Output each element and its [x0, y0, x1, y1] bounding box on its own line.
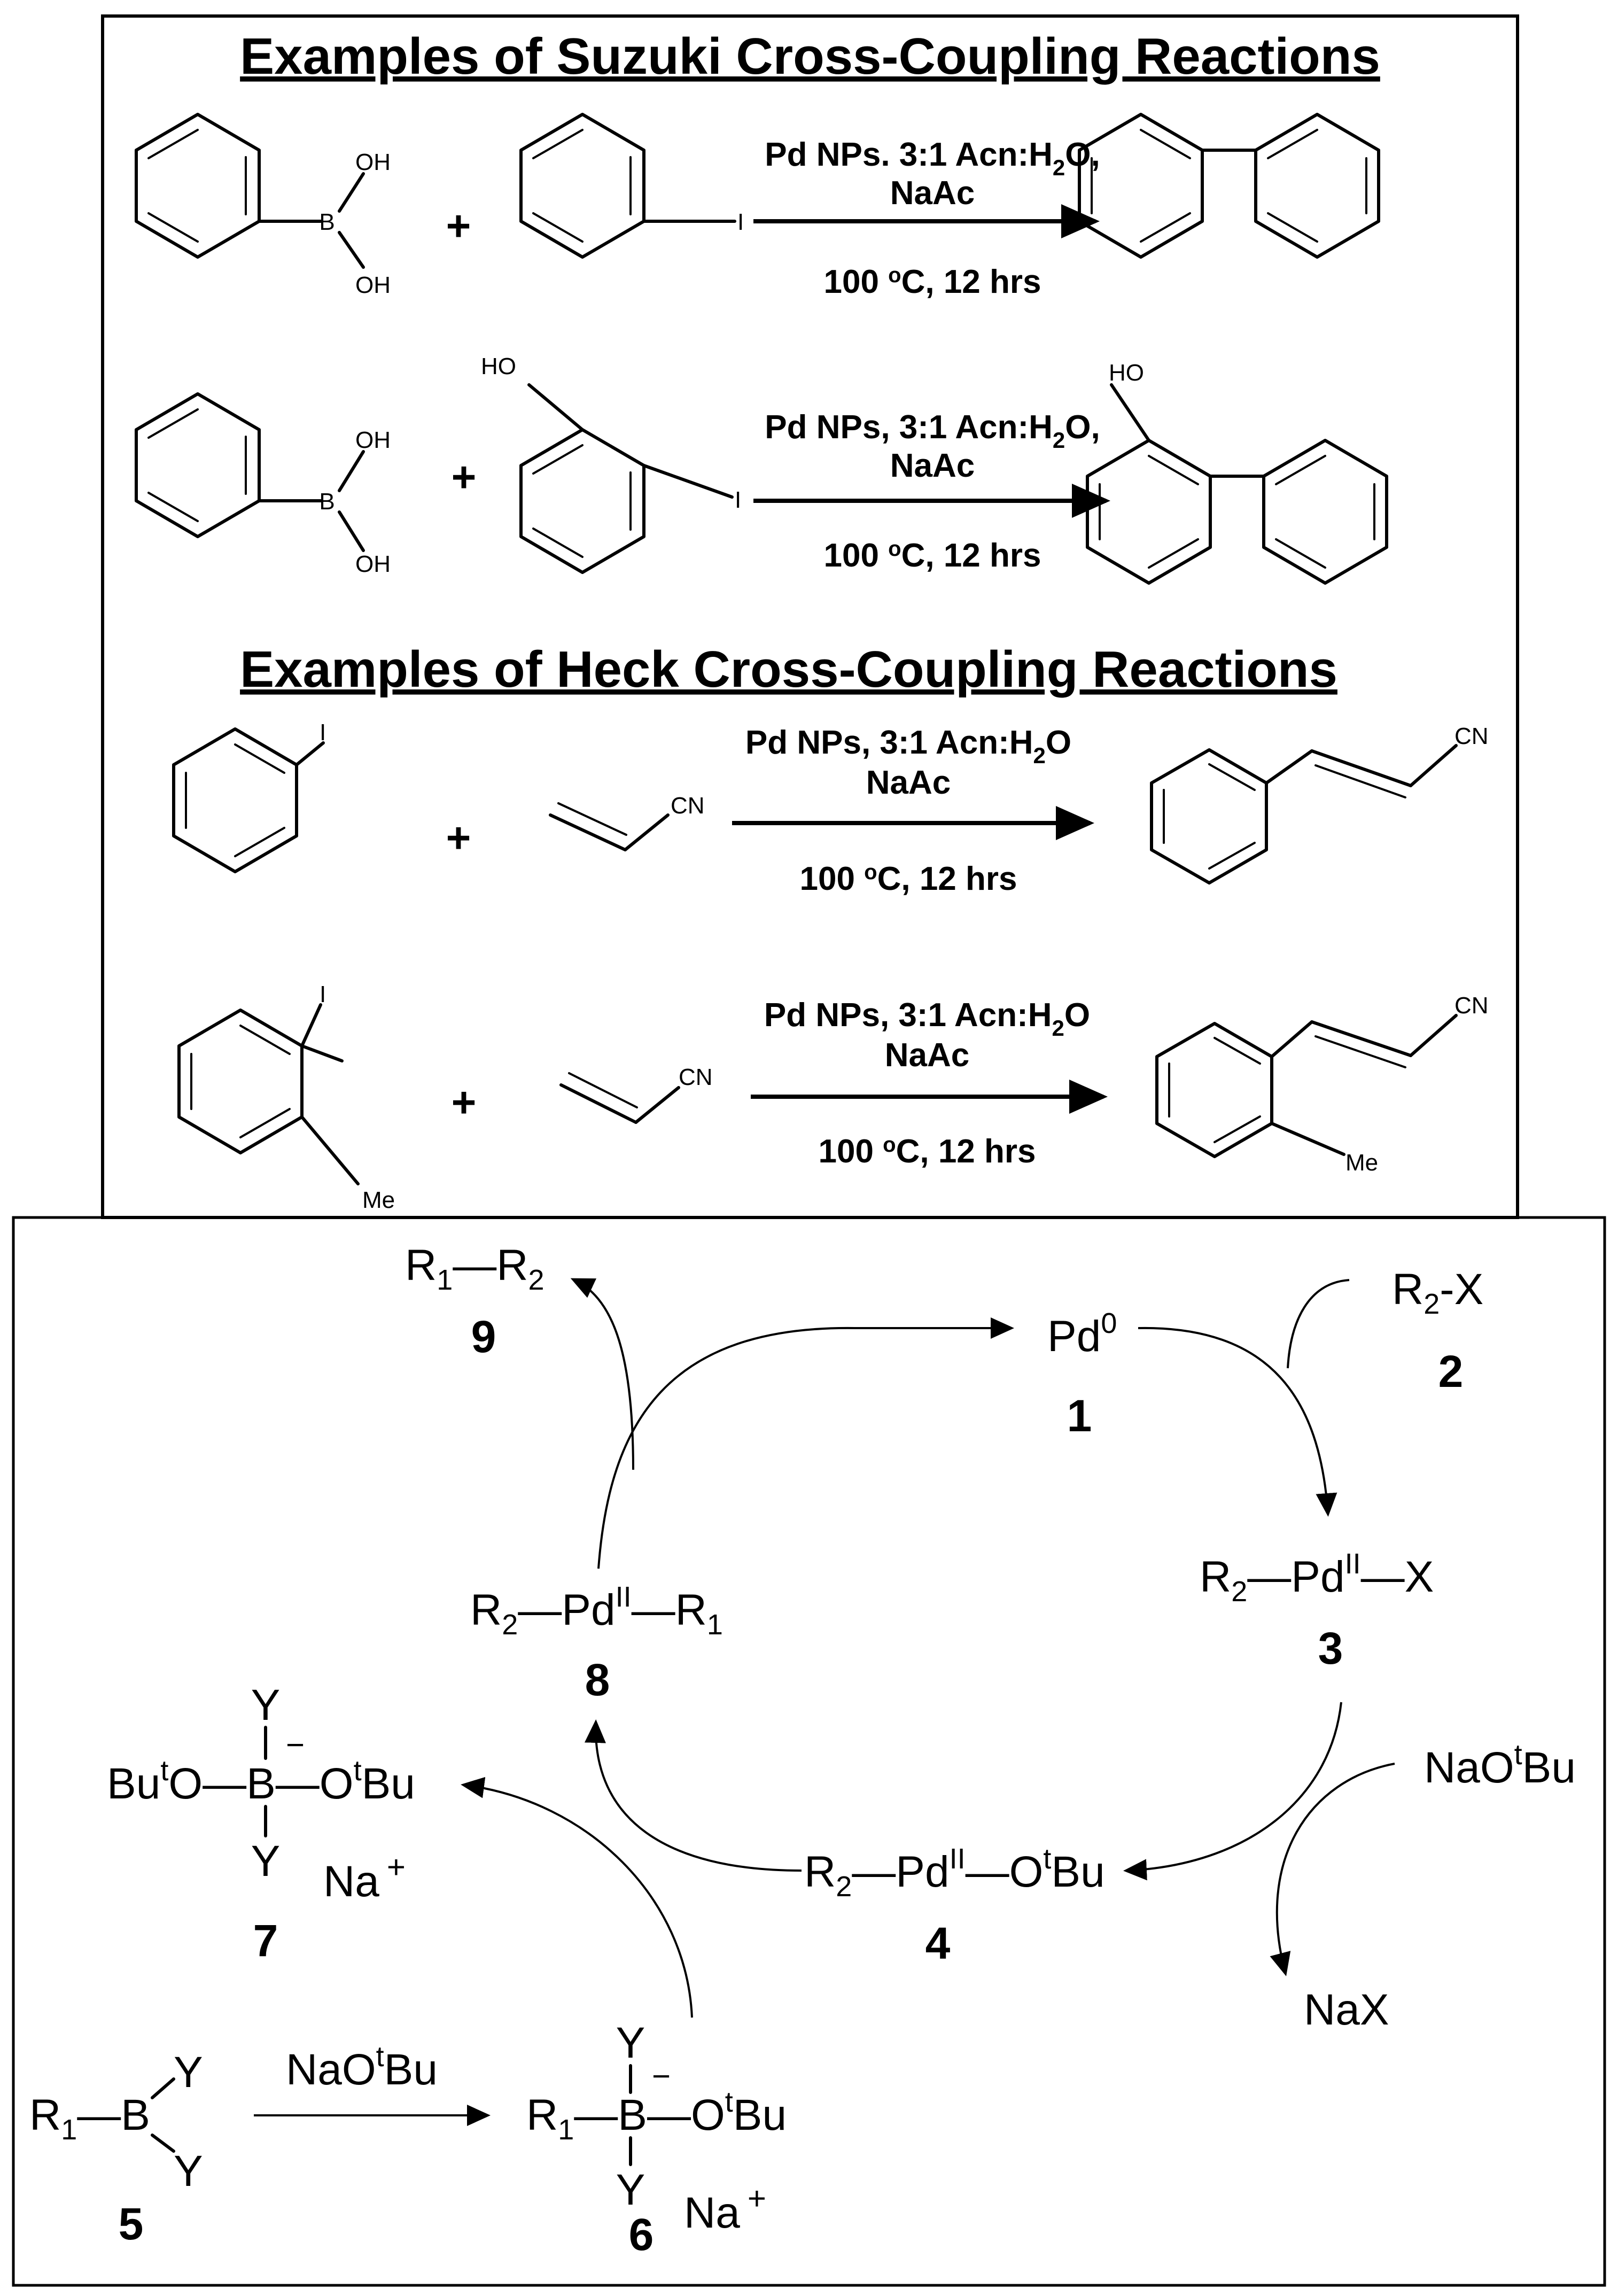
iodobenzene-structure	[519, 113, 736, 259]
suzuki-reaction-2: B OH OH + HO I Pd NPs, 3:1 Acn:H2O, NaAc…	[135, 353, 1388, 585]
sodium-halide-byproduct: NaX	[1304, 1985, 1389, 2034]
compound-number-4: 4	[925, 1918, 951, 1968]
diorganopalladium-8: R2—PdII—R1	[470, 1581, 723, 1641]
plus-sign: +	[446, 202, 471, 250]
reaction-conditions: 100 oC, 12 hrs	[823, 537, 1041, 574]
coupled-product-9: R1—R2	[405, 1241, 544, 1296]
reagent-line-1: Pd NPs, 3:1 Acn:H2O	[764, 997, 1090, 1041]
reagent-line-2: NaAc	[866, 764, 951, 801]
borate-7-counterion: Na+	[323, 1849, 406, 1906]
plus-sign: +	[446, 814, 471, 862]
compound-number-9: 9	[471, 1312, 496, 1362]
reagent-line-1: Pd NPs, 3:1 Acn:H2O	[745, 724, 1071, 768]
hydroxyl-bottom-label: OH	[355, 551, 391, 577]
cinnamonitrile-structure	[1150, 744, 1458, 885]
borate-7-charge: −	[286, 1727, 305, 1763]
catalytic-cycle-border	[12, 1216, 1606, 2287]
phenylboronic-acid-structure	[135, 113, 365, 269]
iodine-label: I	[320, 981, 326, 1007]
borate-7-y-bottom: Y	[251, 1837, 281, 1886]
nitrile-label: CN	[679, 1064, 713, 1090]
iodine-label: I	[320, 719, 326, 746]
catalytic-cycle: R1—R2 9 Pd0 1 R2-X 2 R2—PdII—X 3 R2—PdII…	[29, 1241, 1576, 2260]
reagent-line-2: NaAc	[890, 447, 975, 484]
arrow-nax-out	[1270, 1763, 1395, 1976]
boron-label: B	[319, 209, 335, 235]
methyl-label: Me	[362, 1187, 395, 1213]
iodophenol-structure	[519, 383, 734, 574]
phenylboronic-acid-structure	[135, 392, 365, 552]
hydroxyl-top-label: OH	[355, 149, 391, 175]
sodium-tert-butoxide-reagent: NaOtBu	[1424, 1739, 1576, 1792]
compound-number-7: 7	[253, 1915, 278, 1966]
heck-reaction-1: I + CN Pd NPs, 3:1 Acn:H2O NaAc 100 oC, …	[172, 719, 1489, 897]
borate-6-y-top: Y	[616, 2019, 645, 2067]
arrow-3-to-4	[1123, 1702, 1342, 1881]
biphenyl-structure	[1078, 113, 1380, 259]
arrow-4-to-8	[585, 1719, 802, 1872]
organoborane-5-y-top: Y	[174, 2048, 203, 2097]
reaction-conditions: 100 oC, 12 hrs	[823, 263, 1041, 300]
suzuki-section-title: Examples of Suzuki Cross-Coupling Reacti…	[240, 28, 1380, 85]
organoborane-5-bond-bottom	[151, 2134, 175, 2153]
arrow-reductive-elimination	[570, 1278, 634, 1470]
organoborane-5: R1—B	[29, 2091, 150, 2146]
methyl-label: Me	[1345, 1150, 1378, 1176]
plus-sign: +	[452, 453, 477, 501]
oxidative-addition-complex-3: R2—PdII—X	[1200, 1548, 1434, 1608]
compound-number-8: 8	[585, 1655, 610, 1705]
hydroxyl-label: HO	[481, 353, 516, 379]
borate-6-y-bottom: Y	[616, 2166, 645, 2214]
sodium-tert-butoxide-reagent: NaOtBu	[286, 2041, 438, 2094]
examples-panel-border	[101, 14, 1519, 1219]
hydroxyl-bottom-label: OH	[355, 272, 391, 298]
arrow-8-to-1	[597, 1317, 1014, 1569]
reagent-line-1: Pd NPs. 3:1 Acn:H2O,	[765, 136, 1100, 180]
hydroxybiphenyl-structure	[1086, 383, 1388, 585]
hydroxyl-label: HO	[1109, 360, 1144, 386]
arrow-2-in	[1287, 1279, 1350, 1369]
nitrile-label: CN	[671, 793, 705, 819]
iodine-label: I	[737, 209, 744, 235]
reaction-conditions: 100 oC, 12 hrs	[818, 1133, 1036, 1170]
organoborane-5-y-bottom: Y	[174, 2147, 203, 2196]
nitrile-label: CN	[1454, 723, 1489, 749]
palladium-alkoxide-4: R2—PdII—OtBu	[804, 1843, 1105, 1903]
compound-number-1: 1	[1067, 1391, 1092, 1441]
borate-6-counterion: Na+	[684, 2181, 766, 2237]
hydroxyl-top-label: OH	[355, 427, 391, 453]
acrylonitrile-structure	[549, 802, 670, 851]
iodobenzene-structure	[172, 727, 325, 873]
reagent-line-2: NaAc	[890, 175, 975, 212]
organoborane-5-bond-top	[151, 2077, 175, 2099]
reagent-line-1: Pd NPs, 3:1 Acn:H2O,	[765, 409, 1100, 453]
compound-number-5: 5	[119, 2199, 144, 2249]
borate-7-core: ButO—B—OtBu	[107, 1755, 415, 1808]
borate-6-charge: −	[652, 2058, 671, 2094]
compound-number-2: 2	[1438, 1346, 1464, 1397]
compound-number-6: 6	[629, 2209, 654, 2260]
iodine-label: I	[735, 487, 741, 513]
plus-sign: +	[452, 1079, 477, 1126]
acrylonitrile-structure	[559, 1072, 680, 1124]
suzuki-reaction-1: B OH OH + I Pd NPs. 3:1 Acn:H2O, NaAc 10…	[135, 113, 1380, 300]
methylcinnamonitrile-structure	[1155, 1014, 1458, 1158]
borate-6-core: R1—B—OtBu	[526, 2086, 787, 2146]
nitrile-label: CN	[1454, 992, 1489, 1019]
iodotoluene-structure	[177, 1003, 360, 1185]
borate-7-y-top: Y	[251, 1681, 281, 1729]
arrow-1-to-3	[1138, 1327, 1337, 1517]
heck-reaction-2: I Me + CN Pd NPs, 3:1 Acn:H2O NaAc 100 o…	[177, 981, 1489, 1213]
arrow-borate-to-7	[461, 1777, 693, 2018]
organohalide-2: R2-X	[1392, 1265, 1483, 1320]
heck-section-title: Examples of Heck Cross-Coupling Reaction…	[240, 641, 1337, 698]
boron-label: B	[319, 488, 335, 515]
palladium-zero-1: Pd0	[1047, 1307, 1117, 1361]
reaction-conditions: 100 oC, 12 hrs	[799, 860, 1017, 897]
reagent-line-2: NaAc	[885, 1037, 970, 1074]
compound-number-3: 3	[1318, 1623, 1343, 1673]
